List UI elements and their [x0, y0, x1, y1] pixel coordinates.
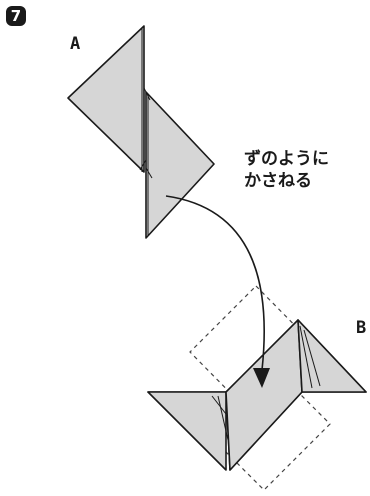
piece-a [67, 25, 215, 239]
piece-b-right-wing [297, 319, 367, 393]
step-number-badge: 7 [6, 6, 26, 26]
curved-arrow-icon [165, 195, 270, 388]
piece-a-upper-triangle [67, 25, 145, 173]
piece-b [147, 319, 367, 471]
instruction-line-1: ずのように [244, 149, 329, 169]
instruction-line-2: かさねる [244, 171, 312, 191]
piece-b-left-wing [147, 391, 227, 471]
piece-a-lower-triangle [145, 91, 215, 239]
piece-b-label: B [356, 318, 367, 338]
dashed-square-right [195, 355, 331, 491]
instruction-text: ずのように かさねる [244, 148, 329, 192]
piece-a-label: A [70, 34, 81, 54]
